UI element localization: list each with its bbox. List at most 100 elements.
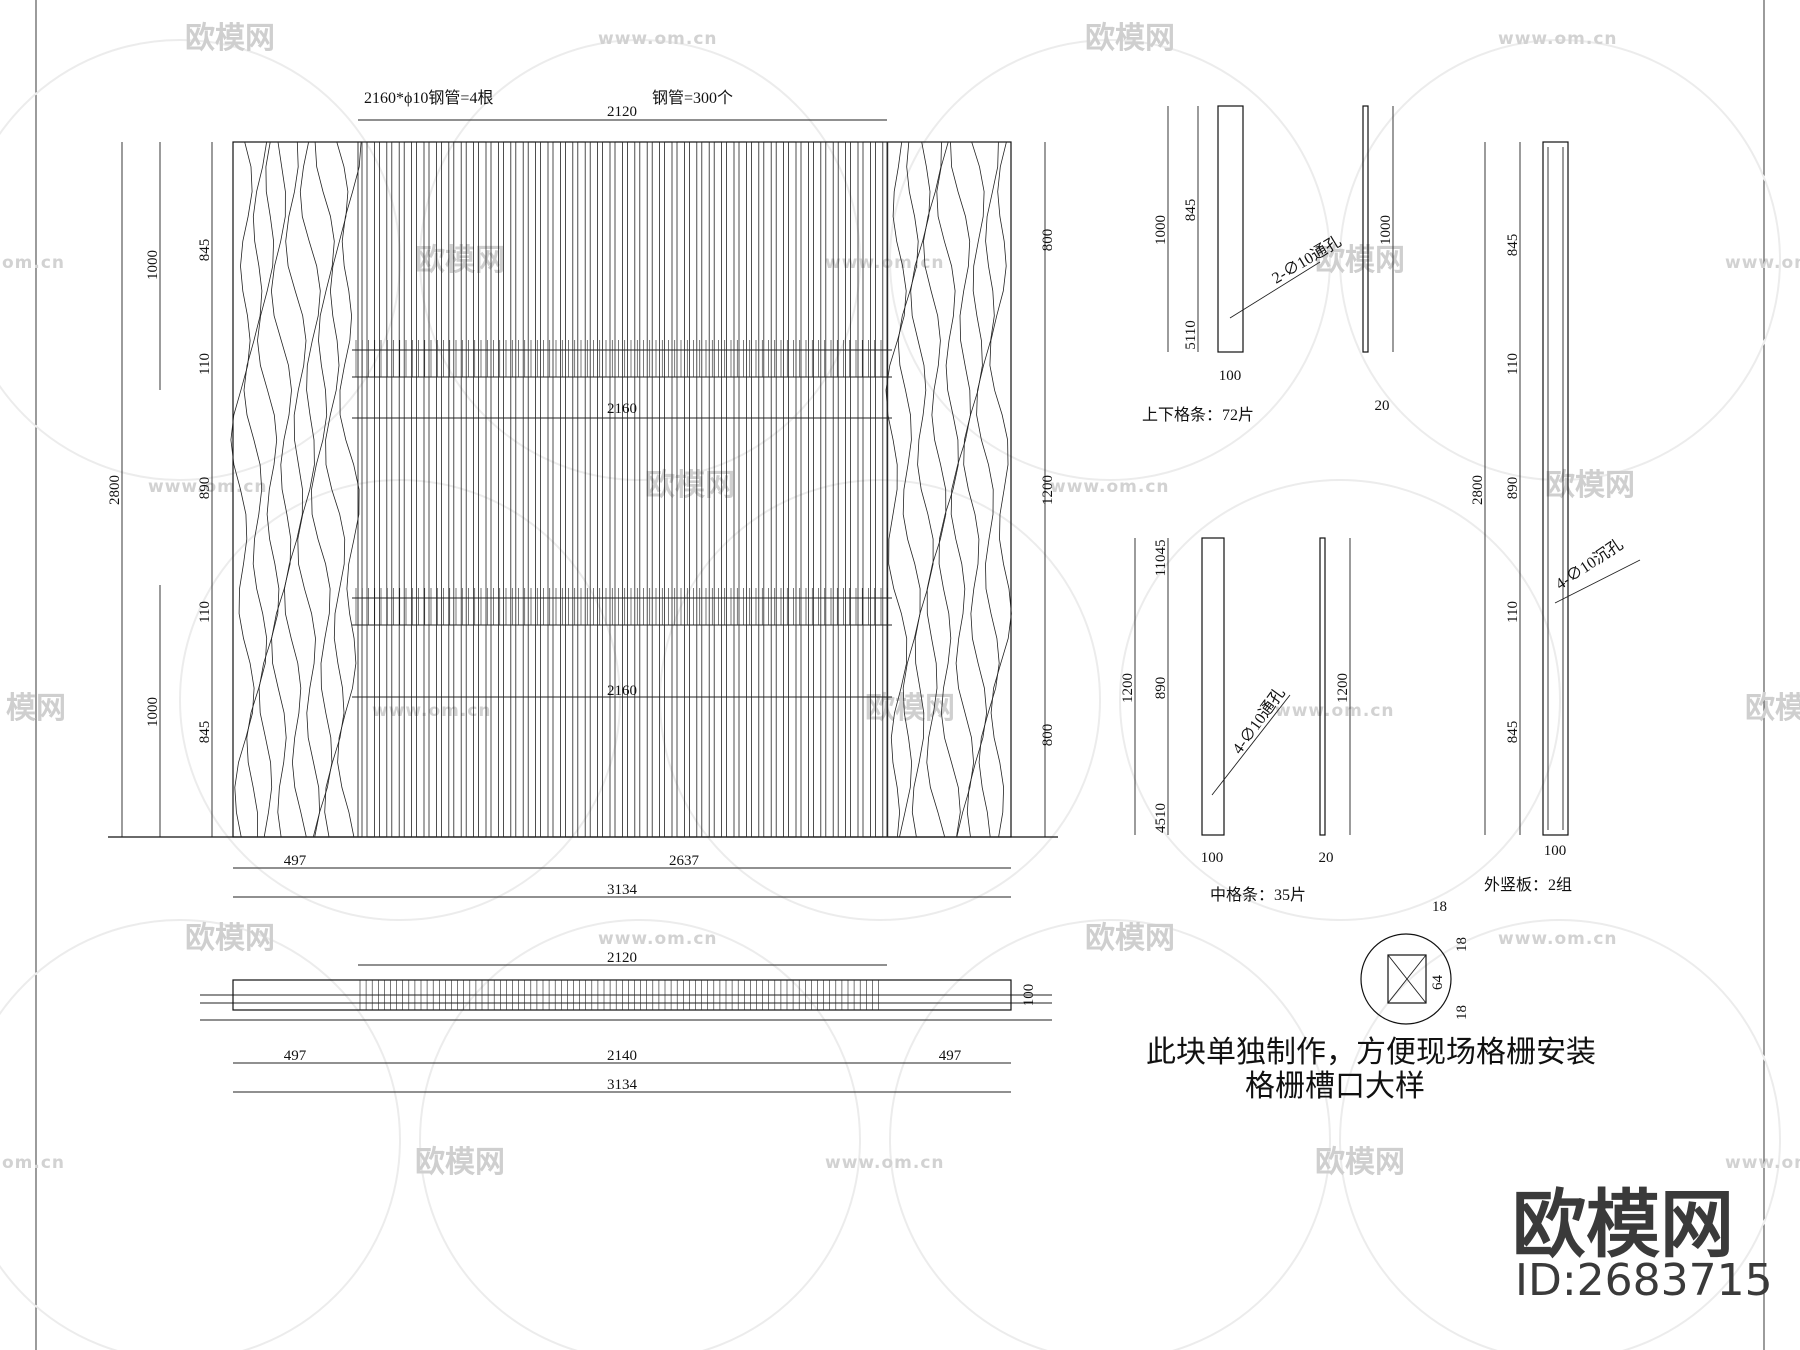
- dim-width: 100: [1201, 850, 1224, 866]
- dim-height: 11045: [1153, 540, 1169, 577]
- grain-line: [230, 141, 255, 838]
- slat: [547, 141, 554, 838]
- watermark-brand: 欧模网: [1085, 921, 1175, 956]
- slat: [373, 141, 380, 838]
- rail-slot-ticks: [355, 340, 888, 625]
- dim-height: 2800: [1470, 475, 1486, 505]
- slat: [857, 141, 864, 838]
- slat: [845, 141, 851, 838]
- watermark-url: www.om.cn: [1498, 29, 1618, 49]
- leader-line: [1554, 559, 1641, 604]
- dim-height: 110: [197, 601, 213, 623]
- leader-line: [1211, 694, 1291, 796]
- leader-line: [1229, 261, 1321, 319]
- dim-height: 845: [1183, 199, 1199, 222]
- grain-line: [989, 141, 1012, 838]
- slat: [535, 141, 541, 838]
- dim-mid-width: 2160: [607, 401, 637, 417]
- slat: [808, 141, 814, 838]
- vertical-slats: [361, 141, 889, 838]
- dim-height: 1000: [1153, 215, 1169, 245]
- slat: [423, 141, 430, 838]
- detail-caption: 外竖板：2组: [1484, 876, 1572, 894]
- grain-line: [923, 141, 947, 838]
- watermark-url: www.om.cn: [1275, 701, 1395, 721]
- plan-view: 2120 100 497 2140 497 3134: [200, 950, 1052, 1093]
- slat: [386, 141, 393, 838]
- dim-height: 845: [1505, 721, 1521, 744]
- pipe-total-label: 钢管=300个: [652, 89, 733, 107]
- watermark-brand: 欧模网: [1315, 1145, 1405, 1180]
- slat-side: [1362, 105, 1369, 353]
- grain-line: [324, 141, 349, 838]
- dim-height: 800: [1040, 724, 1056, 747]
- watermark-brand: 欧模网: [1315, 243, 1405, 278]
- dim-mid-width: 2160: [607, 683, 637, 699]
- watermark-brand: 欧模网: [1545, 468, 1635, 503]
- slat: [820, 141, 827, 838]
- wood-grain-right: [885, 141, 1012, 838]
- grain-line: [311, 141, 335, 838]
- section-hatch: [1387, 954, 1427, 1004]
- slat: [783, 141, 789, 838]
- watermark-url: www.om.cn: [598, 929, 718, 949]
- watermark-url: www.om.cn: [1725, 253, 1800, 273]
- dim-slot: 18: [1454, 1005, 1470, 1020]
- slat: [497, 141, 504, 838]
- dim-height: 110: [1505, 601, 1521, 623]
- dim-height: 1000: [145, 250, 161, 280]
- dim-height: 4510: [1153, 803, 1169, 833]
- detail-side-panel: 2800 845 110 890 110 845 4-∅10沉孔 100 外竖板…: [1470, 141, 1641, 894]
- dim-total-height: 2800: [107, 475, 123, 505]
- dim-height: 845: [1505, 234, 1521, 257]
- watermark-url: www.om.cn: [1498, 929, 1618, 949]
- watermark-brand: 欧模网: [415, 1145, 505, 1180]
- grain-line: [963, 141, 988, 838]
- grain-line: [885, 141, 908, 838]
- dim-slot: 18: [1432, 899, 1447, 915]
- dim-height: 1200: [1040, 475, 1056, 505]
- dim-height: 845: [197, 721, 213, 744]
- dim-bottom: 497: [284, 853, 307, 869]
- slat: [696, 141, 703, 838]
- dim-width: 20: [1375, 398, 1390, 414]
- elevation-outline: [232, 141, 1012, 838]
- slat: [597, 141, 603, 838]
- watermark-brand: 欧模网: [185, 921, 275, 956]
- slat: [684, 141, 690, 838]
- watermark-brand: 欧模网: [1085, 21, 1175, 56]
- watermark-url: www.om.cn: [1050, 477, 1170, 497]
- dim-plan-top: 2120: [607, 950, 637, 966]
- slat: [398, 141, 405, 838]
- dim-height: 1000: [145, 697, 161, 727]
- dim-height: 1200: [1120, 673, 1136, 703]
- slat: [758, 141, 765, 838]
- slat: [708, 141, 715, 838]
- grain-line: [257, 141, 280, 838]
- slat: [560, 141, 566, 838]
- dim-plan: 2140: [607, 1048, 637, 1064]
- dim-width: 100: [1544, 843, 1567, 859]
- wood-grain-left: [230, 141, 362, 838]
- side-panel: [1542, 141, 1569, 836]
- slat: [659, 141, 665, 838]
- slat: [733, 141, 740, 838]
- watermark-brand: 模网: [6, 691, 66, 726]
- slot-detail: 18 18 64 18: [1360, 899, 1470, 1025]
- slat: [460, 141, 467, 838]
- dim-height: 1200: [1335, 673, 1351, 703]
- slat: [671, 141, 678, 838]
- dim-height: 110: [197, 353, 213, 375]
- steel-pipe-label: 2160*ϕ10钢管=4根: [364, 89, 493, 107]
- detail-caption: 中格条：35片: [1210, 886, 1306, 904]
- watermark-brand: 欧模网: [645, 468, 735, 503]
- grain-line: [976, 141, 1000, 838]
- grain-line: [337, 141, 362, 838]
- watermark-url: www.om.cn: [825, 1153, 945, 1173]
- grain-line: [897, 141, 921, 838]
- detail-caption: 上下格条：72片: [1142, 406, 1254, 424]
- dim-slot: 18: [1454, 937, 1470, 952]
- slat-front: [1217, 105, 1244, 353]
- dim-plan: 497: [284, 1048, 307, 1064]
